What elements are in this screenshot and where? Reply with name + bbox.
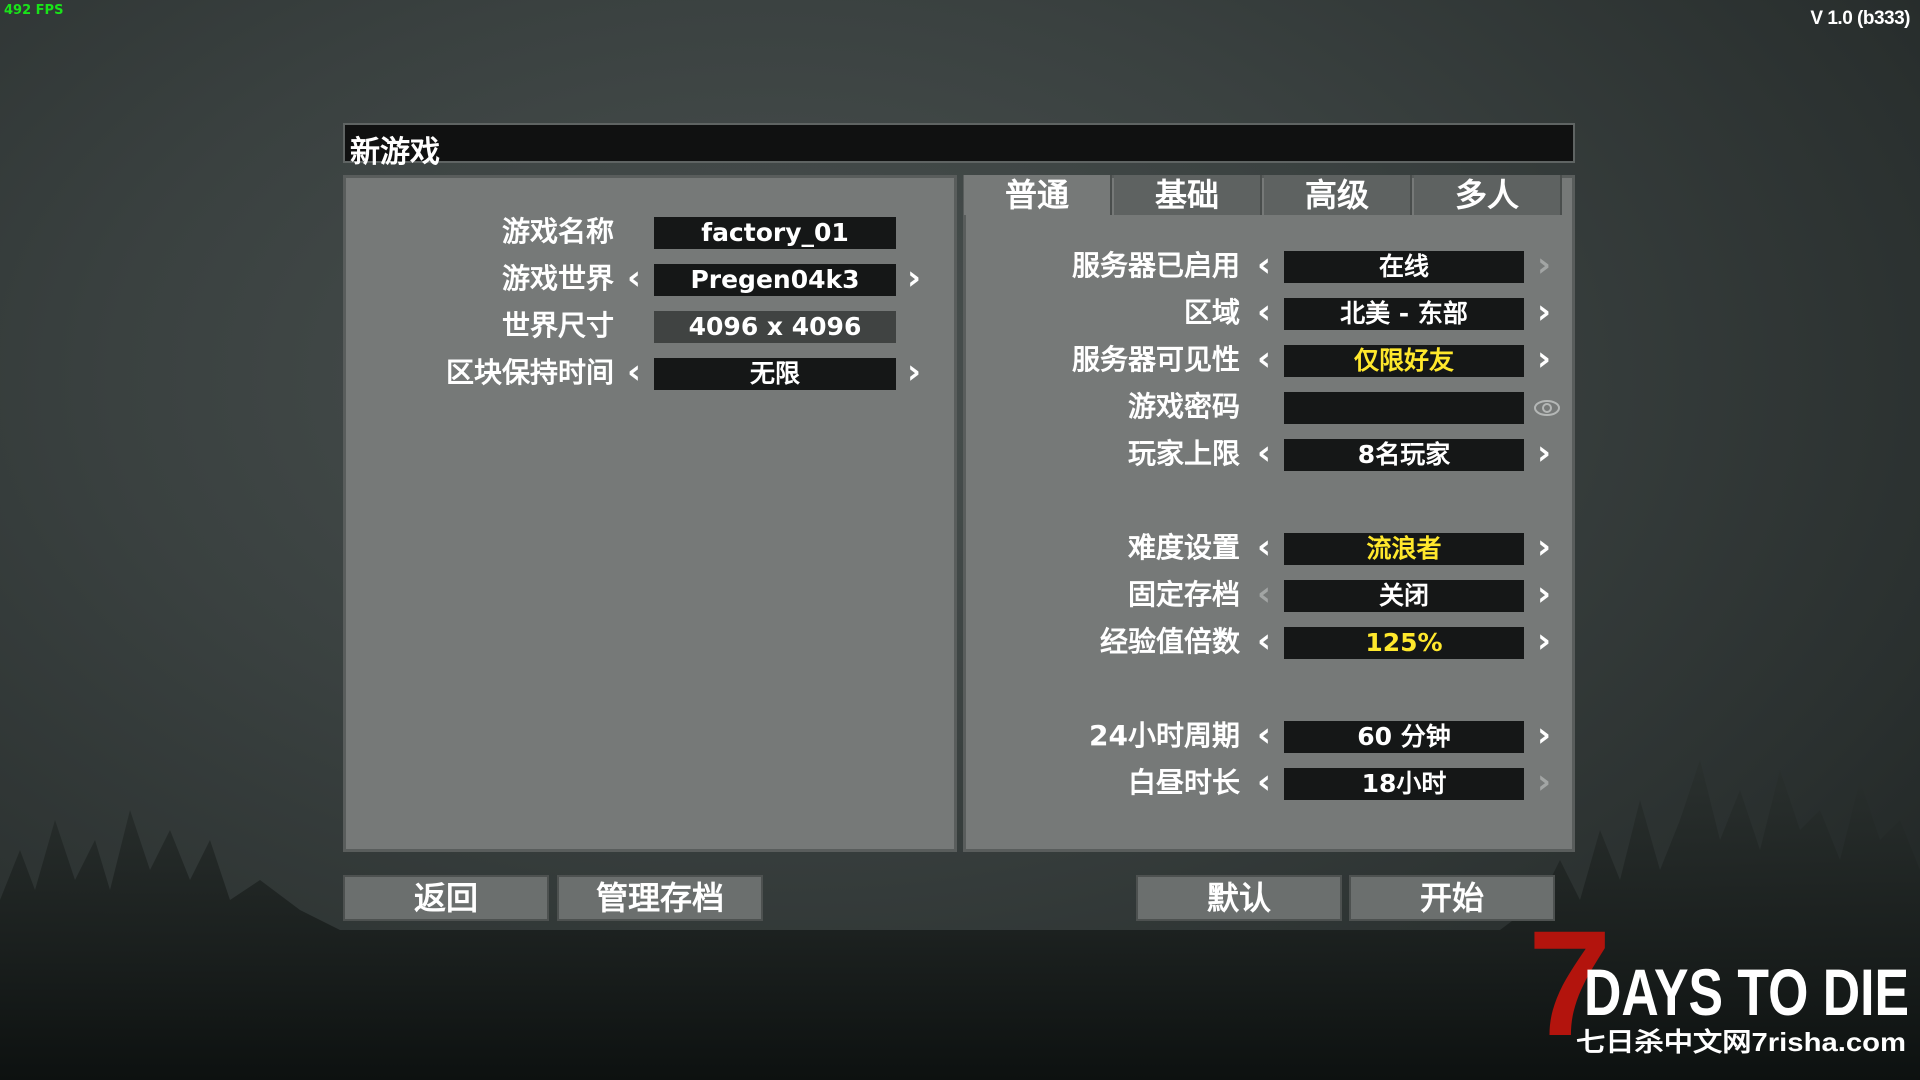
eye-icon[interactable] [1533, 398, 1561, 418]
label-max-players: 玩家上限 [1127, 437, 1240, 470]
chevron-left-icon[interactable]: ‹ [1256, 433, 1271, 473]
chevron-left-icon[interactable]: ‹ [1256, 621, 1271, 661]
day-cycle-value: 60 分钟 [1284, 721, 1524, 753]
chevron-right-icon[interactable]: › [906, 352, 921, 392]
region-value: 北美 - 东部 [1284, 298, 1524, 330]
chevron-right-icon[interactable]: › [1536, 339, 1551, 379]
chevron-right-icon[interactable]: › [1536, 245, 1551, 285]
tab-general[interactable]: 普通 [964, 175, 1112, 215]
chevron-left-icon[interactable]: ‹ [626, 352, 641, 392]
label-daylight-length: 白昼时长 [1127, 766, 1240, 799]
row-xp-multiplier: 经验值倍数 [963, 624, 1240, 660]
chevron-left-icon[interactable]: ‹ [626, 258, 641, 298]
chunk-retention-value: 无限 [654, 358, 896, 390]
chevron-left-icon[interactable]: ‹ [1256, 527, 1271, 567]
chevron-left-icon[interactable]: ‹ [1256, 715, 1271, 755]
tab-advanced[interactable]: 高级 [1264, 175, 1412, 215]
version-label: V 1.0 (b333) [1810, 8, 1910, 29]
row-daylight-length: 白昼时长 [963, 765, 1240, 801]
row-chunk-retention: 区块保持时间 [346, 355, 614, 391]
permanent-save-value: 关闭 [1284, 580, 1524, 612]
difficulty-value: 流浪者 [1284, 533, 1524, 565]
logo-number: 7 [1528, 905, 1611, 1065]
row-region: 区域 [963, 295, 1240, 331]
xp-multiplier-value: 125% [1284, 627, 1524, 659]
row-game-world: 游戏世界 [346, 261, 614, 297]
row-day-cycle: 24小时周期 [963, 718, 1240, 754]
game-logo: 7 DAYS TO DIE 七日杀中文网7risha.com [1528, 905, 1909, 1065]
world-size-value: 4096 x 4096 [654, 311, 896, 343]
chevron-right-icon[interactable]: › [1536, 574, 1551, 614]
chevron-right-icon[interactable]: › [1536, 527, 1551, 567]
game-world-value: Pregen04k3 [654, 264, 896, 296]
label-day-cycle: 24小时周期 [1089, 719, 1240, 752]
row-server-visibility: 服务器可见性 [963, 342, 1240, 378]
label-chunk-retention: 区块保持时间 [445, 356, 614, 389]
game-name-input[interactable]: factory_01 [654, 217, 896, 249]
chevron-right-icon[interactable]: › [1536, 292, 1551, 332]
chevron-right-icon[interactable]: › [906, 258, 921, 298]
game-password-input[interactable] [1284, 392, 1524, 424]
label-region: 区域 [1183, 296, 1240, 329]
forest-background [0, 760, 1920, 1080]
logo-subtitle: 七日杀中文网7risha.com [1576, 1027, 1906, 1057]
start-button[interactable]: 开始 [1349, 875, 1555, 921]
label-server-enabled: 服务器已启用 [1071, 249, 1240, 282]
row-game-name: 游戏名称 [346, 214, 614, 250]
row-server-enabled: 服务器已启用 [963, 248, 1240, 284]
tab-multiplayer[interactable]: 多人 [1414, 175, 1562, 215]
chevron-left-icon[interactable]: ‹ [1256, 292, 1271, 332]
label-xp-multiplier: 经验值倍数 [1099, 625, 1240, 658]
window-title: 新游戏 [350, 135, 440, 170]
logo-title: DAYS TO DIE [1584, 955, 1909, 1029]
label-game-password: 游戏密码 [1127, 390, 1240, 423]
label-game-world: 游戏世界 [501, 262, 614, 295]
back-button[interactable]: 返回 [343, 875, 549, 921]
window-title-bar: 新游戏 [343, 123, 1575, 170]
label-difficulty: 难度设置 [1127, 531, 1240, 564]
server-visibility-value: 仅限好友 [1284, 345, 1524, 377]
fps-counter: 492 FPS [4, 3, 64, 18]
tab-basic[interactable]: 基础 [1114, 175, 1262, 215]
settings-tabs: 普通 基础 高级 多人 [964, 175, 1574, 215]
label-server-visibility: 服务器可见性 [1071, 343, 1240, 376]
row-world-size: 世界尺寸 [346, 308, 614, 344]
chevron-right-icon[interactable]: › [1536, 621, 1551, 661]
manage-saves-button[interactable]: 管理存档 [557, 875, 763, 921]
daylight-length-value: 18小时 [1284, 768, 1524, 800]
row-permanent-save: 固定存档 [963, 577, 1240, 613]
left-settings-panel: 游戏名称 factory_01 游戏世界 ‹ Pregen04k3 › 世界尺寸… [343, 175, 957, 852]
chevron-left-icon[interactable]: ‹ [1256, 762, 1271, 802]
label-game-name: 游戏名称 [501, 215, 614, 248]
chevron-left-icon[interactable]: ‹ [1256, 574, 1271, 614]
server-enabled-value: 在线 [1284, 251, 1524, 283]
default-button[interactable]: 默认 [1136, 875, 1342, 921]
chevron-right-icon[interactable]: › [1536, 715, 1551, 755]
chevron-left-icon[interactable]: ‹ [1256, 339, 1271, 379]
label-world-size: 世界尺寸 [501, 309, 614, 342]
row-difficulty: 难度设置 [963, 530, 1240, 566]
chevron-right-icon[interactable]: › [1536, 433, 1551, 473]
chevron-left-icon[interactable]: ‹ [1256, 245, 1271, 285]
row-max-players: 玩家上限 [963, 436, 1240, 472]
label-permanent-save: 固定存档 [1127, 578, 1240, 611]
chevron-right-icon[interactable]: › [1536, 762, 1551, 802]
max-players-value: 8名玩家 [1284, 439, 1524, 471]
row-game-password: 游戏密码 [963, 389, 1240, 425]
